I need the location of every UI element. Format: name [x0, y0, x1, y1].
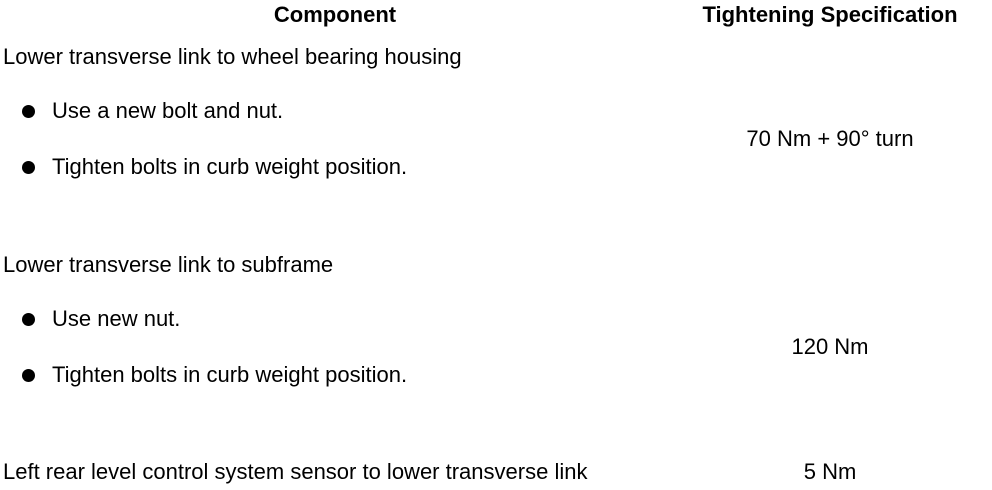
bullet-icon	[22, 312, 35, 326]
tightening-spec: 5 Nm	[803, 459, 857, 484]
instruction-text: Tighten bolts in curb weight position.	[52, 362, 408, 387]
column-header-component: Component	[273, 2, 397, 27]
list-item: Use new nut.	[22, 308, 180, 330]
component-name: Lower transverse link to subframe	[3, 252, 334, 277]
bullet-icon	[22, 104, 35, 118]
component-name: Lower transverse link to wheel bearing h…	[3, 44, 462, 69]
instruction-text: Use a new bolt and nut.	[52, 98, 284, 123]
bullet-icon	[22, 368, 35, 382]
component-name: Left rear level control system sensor to…	[3, 459, 588, 484]
column-header-spec: Tightening Specification	[702, 2, 958, 27]
bullet-icon	[22, 160, 35, 174]
tightening-spec: 70 Nm + 90° turn	[746, 126, 914, 151]
tightening-spec: 120 Nm	[791, 334, 869, 359]
instruction-text: Tighten bolts in curb weight position.	[52, 154, 408, 179]
list-item: Tighten bolts in curb weight position.	[22, 156, 407, 178]
instruction-text: Use new nut.	[52, 306, 181, 331]
list-item: Use a new bolt and nut.	[22, 100, 283, 122]
list-item: Tighten bolts in curb weight position.	[22, 364, 407, 386]
